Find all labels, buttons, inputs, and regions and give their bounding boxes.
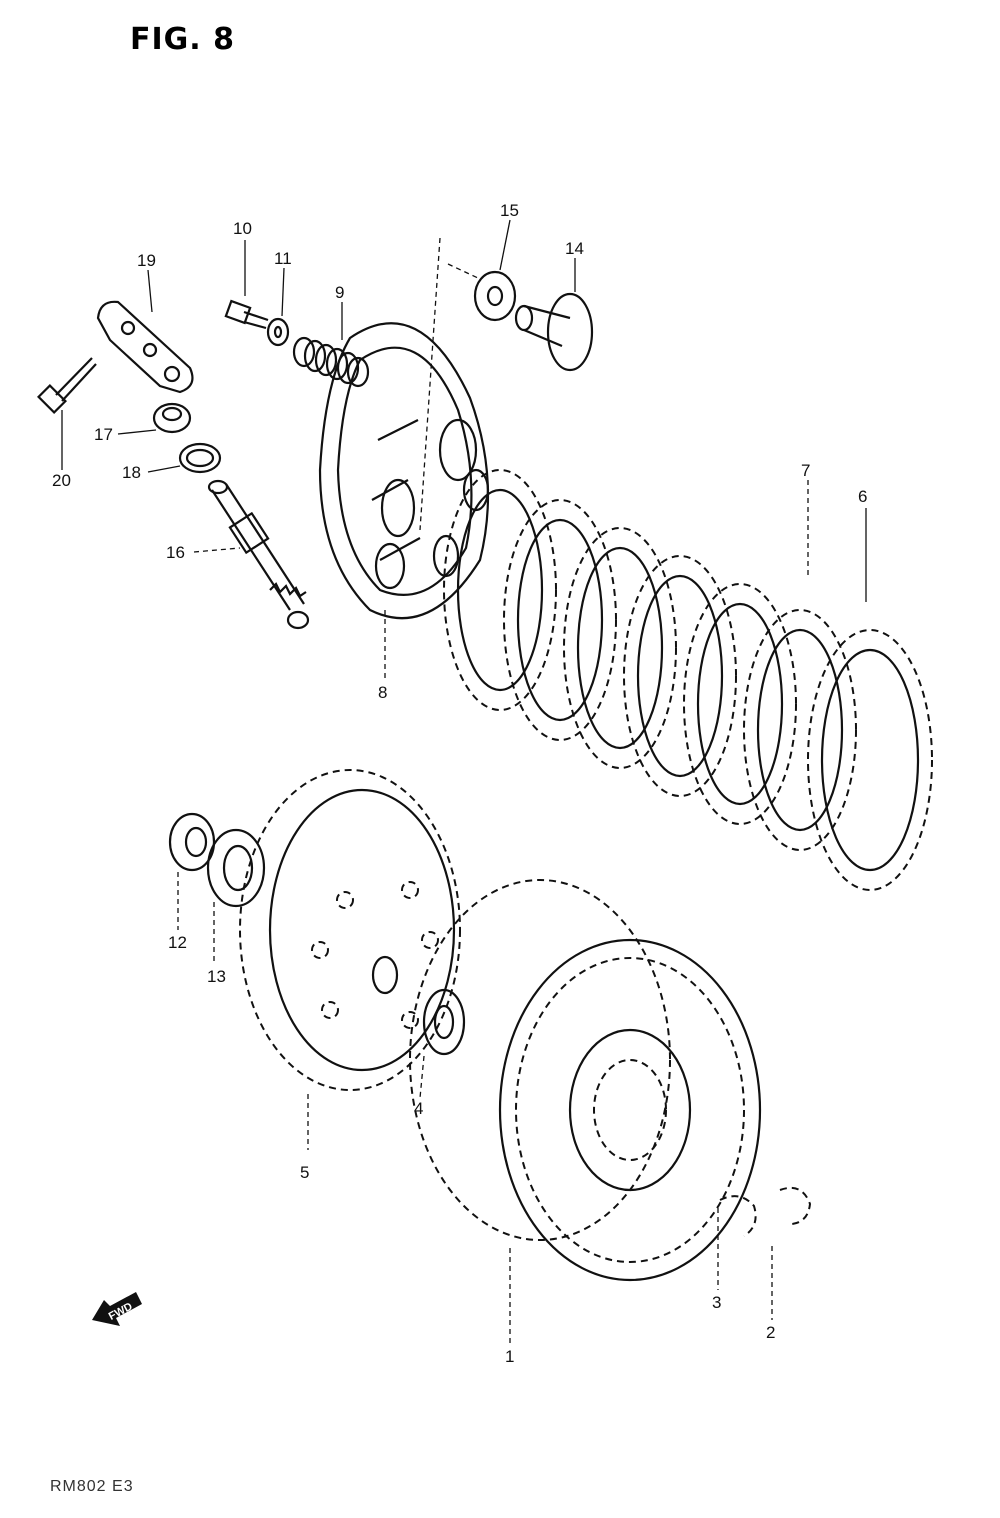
callout-12: 12 [168,933,187,952]
callout-2: 2 [766,1323,775,1342]
callout-8: 8 [378,683,387,702]
part-bolt-20 [37,357,97,414]
callout-13: 13 [207,967,226,986]
fwd-label: FWD [107,1300,135,1322]
callout-5: 5 [300,1163,309,1182]
callout-labels: 10 11 9 19 15 14 17 18 20 16 8 7 6 12 13… [52,201,867,1366]
part-pin-14 [514,292,594,372]
callout-17: 17 [94,425,113,444]
part-release-lever-19 [96,300,194,394]
callout-6: 6 [858,487,867,506]
callout-20: 20 [52,471,71,490]
part-thrust-washer-4 [422,988,466,1056]
part-lock-washer-13 [206,828,266,908]
callout-15: 15 [500,201,519,220]
part-clutch-plates-stack [443,469,933,891]
part-pressure-plate-8 [318,322,490,620]
callout-4: 4 [414,1099,423,1118]
callout-14: 14 [565,239,584,258]
diagram-code: RM802 E3 [50,1478,134,1495]
part-washer-15 [473,270,517,322]
part-small-2-3 [719,1186,812,1237]
callout-11: 11 [274,249,292,268]
callout-1: 1 [505,1347,514,1366]
part-washer-11 [266,317,290,347]
assembly-guide-line [419,237,479,531]
part-o-ring-18 [178,442,222,474]
part-spacer-12 [168,812,216,872]
part-clutch-hub-5 [239,769,461,1091]
callout-3: 3 [712,1293,721,1312]
leader-lines [61,219,867,1344]
callout-7: 7 [801,461,810,480]
part-screw-10 [224,299,269,330]
fwd-arrow-icon: FWD [92,1292,142,1326]
callout-19: 19 [137,251,156,270]
callout-10: 10 [233,219,252,238]
part-oil-seal-17 [152,402,192,434]
callout-16: 16 [166,543,185,562]
part-clutch-housing-1 [409,879,762,1282]
figure-title: FIG. 8 [130,22,235,57]
callout-18: 18 [122,463,141,482]
callout-9: 9 [335,283,344,302]
part-release-shaft-16 [207,479,310,630]
part-spring-9 [292,336,370,388]
